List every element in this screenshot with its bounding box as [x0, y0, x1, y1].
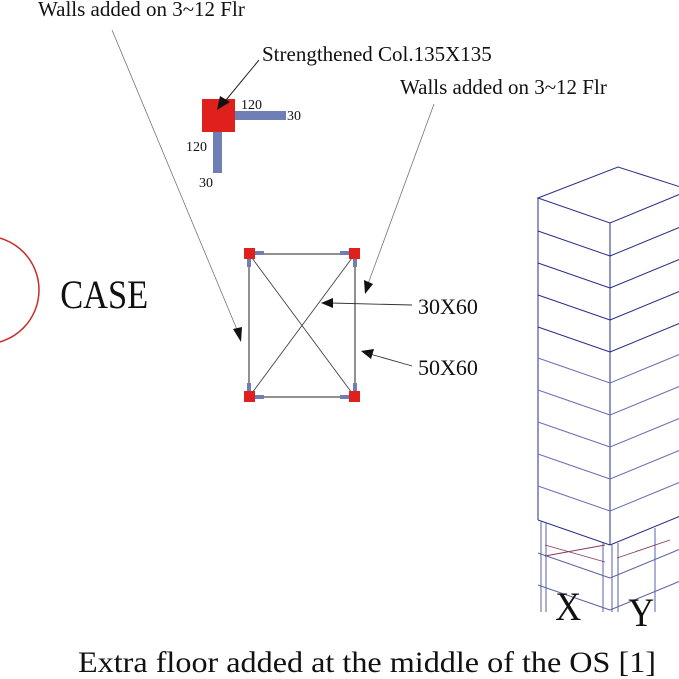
dim-120-top: 120	[241, 98, 262, 113]
case-label: CASE	[60, 274, 148, 318]
building-roof	[536, 166, 679, 224]
corner-column-tr	[349, 248, 360, 259]
walls-label-left: Walls added on 3~12 Flr	[38, 0, 245, 21]
label-30x60: 30X60	[418, 294, 478, 319]
leader-50x60: 50X60	[361, 349, 478, 380]
leader-30x60: 30X60	[321, 294, 478, 319]
column-detail: 120 30 120 30	[186, 98, 301, 191]
dim-30-bottom: 30	[199, 176, 213, 191]
walls-label-right: Walls added on 3~12 Flr	[400, 75, 607, 99]
dim-30-right: 30	[287, 109, 301, 124]
strengthened-col-label: Strengthened Col.135X135	[262, 42, 492, 66]
corner-column-bl	[244, 391, 255, 402]
leader-right	[364, 103, 435, 294]
wall-horizontal	[234, 111, 286, 120]
leader-left	[111, 29, 242, 342]
arrow-to-column	[217, 59, 260, 110]
plan-outline	[248, 253, 356, 398]
plan-frame	[244, 248, 360, 402]
case-circle	[0, 237, 40, 343]
axis-x-label: X	[555, 585, 581, 629]
label-50x60: 50X60	[418, 355, 478, 380]
dim-120-left: 120	[186, 140, 207, 155]
corner-column-br	[349, 391, 360, 402]
corner-column-tl	[244, 248, 255, 259]
brace-b	[251, 257, 353, 394]
wall-vertical	[213, 131, 222, 173]
axis-y-label: Y	[628, 591, 654, 635]
building-3d	[536, 166, 679, 612]
caption: Extra floor added at the middle of the O…	[78, 646, 656, 679]
